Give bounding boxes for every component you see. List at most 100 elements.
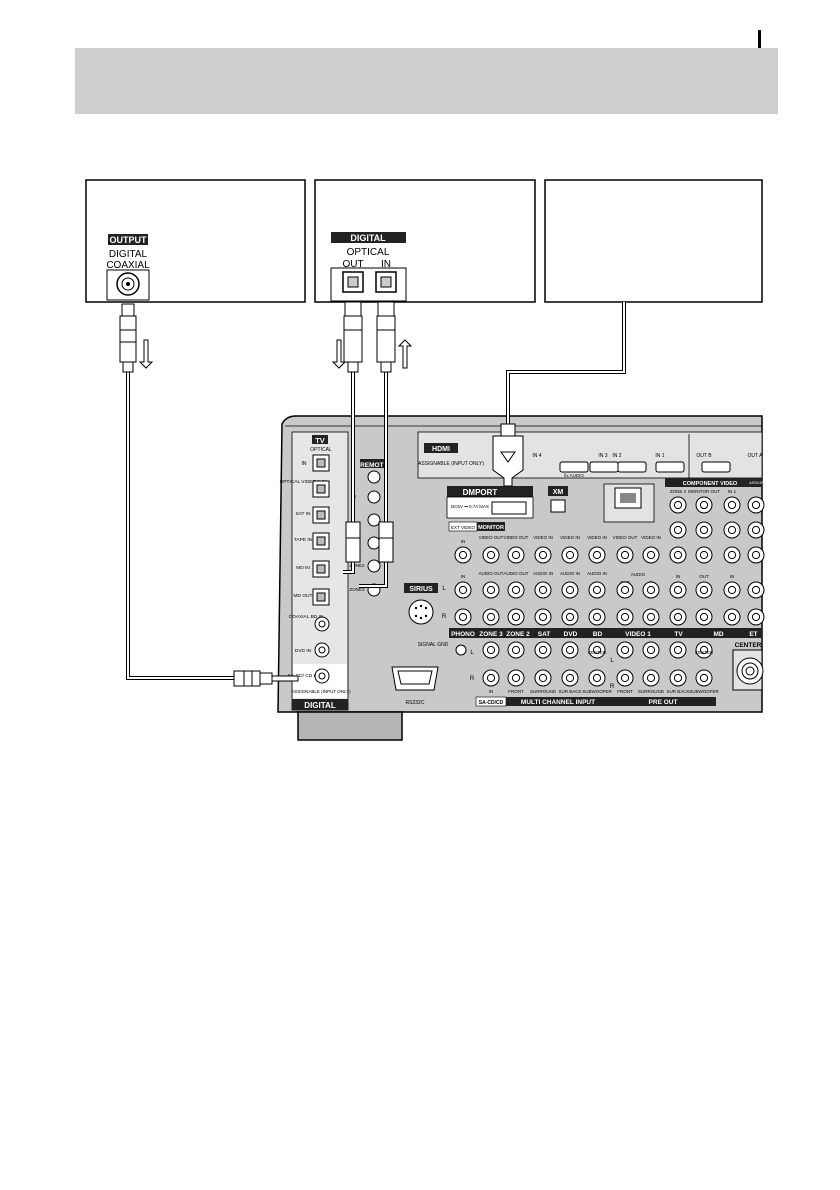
rca-jack-icon (482, 608, 500, 626)
svg-text:IN: IN (302, 461, 307, 467)
svg-text:L: L (442, 586, 446, 592)
optical-plugs-top (331, 301, 413, 373)
svg-text:IN 4: IN 4 (532, 453, 541, 459)
svg-text:TAPE IN: TAPE IN (294, 537, 313, 543)
device-box-middle: DIGITAL OPTICAL OUT IN (314, 179, 536, 303)
svg-text:COMPONENT VIDEO: COMPONENT VIDEO (683, 481, 738, 487)
source-label-bg (477, 628, 505, 638)
rca-jack-icon (561, 581, 579, 599)
svg-text:DC5V ⎓ 0.7A MAX: DC5V ⎓ 0.7A MAX (451, 504, 489, 509)
rca-jack-icon (616, 641, 634, 659)
svg-text:MONITOR OUT: MONITOR OUT (688, 489, 720, 494)
rca-jack-icon (561, 641, 579, 659)
rca-jack-icon (534, 546, 552, 564)
rca-jack-icon (695, 496, 713, 514)
rca-jack-icon (534, 608, 552, 626)
rca-jack-icon (669, 581, 687, 599)
rca-jack-icon (669, 641, 687, 659)
rca-jack-icon (642, 581, 660, 599)
coaxial-plug-receiver-icon (233, 670, 299, 687)
rca-jack-icon (454, 581, 472, 599)
svg-text:VIDEO OUT: VIDEO OUT (613, 535, 638, 540)
optical-out-label: OUT (342, 259, 363, 270)
svg-text:CENTER: CENTER (588, 650, 607, 655)
rca-jack-icon (669, 669, 687, 687)
rca-jack-icon (588, 641, 606, 659)
rca-jack-icon (669, 546, 687, 564)
svg-text:IN: IN (461, 539, 466, 544)
svg-text:OUT A: OUT A (748, 453, 764, 459)
svg-text:SIGNAL GND: SIGNAL GND (418, 642, 449, 648)
svg-text:XM: XM (553, 489, 564, 496)
optical-in-label: IN (381, 259, 391, 270)
preout-label: FRONT (617, 689, 633, 694)
svg-text:AUDIO IN: AUDIO IN (587, 571, 607, 576)
svg-text:MONITOR: MONITOR (478, 525, 504, 531)
source-label-bg (449, 628, 477, 638)
rca-jack-icon (588, 608, 606, 626)
svg-text:TV: TV (315, 436, 325, 445)
svg-text:ZONE3: ZONE3 (349, 587, 365, 592)
rca-jack-icon (723, 546, 741, 564)
svg-text:PRE OUT: PRE OUT (649, 699, 678, 706)
svg-text:SA-CD/CD: SA-CD/CD (479, 700, 504, 706)
svg-text:RS232C: RS232C (406, 700, 425, 706)
rca-jack-icon (695, 546, 713, 564)
rca-jack-icon (695, 608, 713, 626)
rca-jack-icon (507, 608, 525, 626)
source-label: TV (674, 631, 683, 638)
svg-text:COAXIAL BD IN: COAXIAL BD IN (289, 614, 324, 620)
rca-jack-icon (507, 669, 525, 687)
svg-text:DVD IN: DVD IN (295, 648, 312, 654)
arrow-down-icon (331, 339, 347, 369)
rca-jack-icon (723, 581, 741, 599)
source-label-bg (557, 628, 584, 638)
rca-jack-icon (669, 496, 687, 514)
svg-text:AUDIO IN: AUDIO IN (533, 571, 553, 576)
source-label-bg (665, 628, 692, 638)
svg-text:fix AUDIO: fix AUDIO (564, 473, 584, 478)
svg-text:ASSIGNABLE (INPUT ONLY): ASSIGNABLE (INPUT ONLY) (418, 461, 484, 467)
rca-jack-icon (588, 669, 606, 687)
rca-jack-icon (454, 546, 472, 564)
svg-text:OPTICAL: OPTICAL (310, 447, 332, 453)
svg-text:SA-CD/ CD IN: SA-CD/ CD IN (288, 673, 319, 679)
svg-text:VIDEO OUT: VIDEO OUT (504, 535, 529, 540)
svg-text:L: L (610, 658, 614, 664)
rca-jack-icon (482, 641, 500, 659)
svg-text:ZONE2: ZONE2 (349, 563, 365, 568)
rca-jack-icon (695, 521, 713, 539)
svg-text:VIDEO OUT: VIDEO OUT (479, 535, 504, 540)
multi-channel-label: SUR BACK (558, 689, 581, 694)
rca-jack-icon (642, 641, 660, 659)
rca-jack-icon (642, 546, 660, 564)
section-header-band (75, 48, 778, 114)
svg-text:OPTICAL VIDEO 1 IN: OPTICAL VIDEO 1 IN (280, 479, 327, 485)
source-label-bg (611, 628, 665, 638)
rca-jack-icon (747, 546, 765, 564)
svg-text:IN 2: IN 2 (612, 453, 621, 459)
svg-text:IN: IN (461, 574, 466, 579)
rca-jack-icon (588, 581, 606, 599)
output-label: OUTPUT (110, 235, 148, 245)
rca-jack-icon (723, 496, 741, 514)
rca-jack-icon (616, 581, 634, 599)
source-label-bg (745, 628, 762, 638)
rca-jack-icon (561, 669, 579, 687)
rca-jack-icon (507, 641, 525, 659)
svg-text:VIDEO IN: VIDEO IN (533, 535, 553, 540)
svg-text:VIDEO IN: VIDEO IN (641, 535, 661, 540)
rca-jack-icon (642, 608, 660, 626)
svg-text:L: L (470, 650, 474, 656)
svg-text:SAT IN: SAT IN (295, 511, 311, 517)
receiver-foot (297, 711, 403, 741)
rca-jack-icon (561, 608, 579, 626)
rca-jack-icon (482, 581, 500, 599)
svg-text:IN 1: IN 1 (655, 453, 664, 459)
rca-jack-icon (507, 581, 525, 599)
rca-jack-icon (588, 546, 606, 564)
digital-panel-label: DIGITAL (350, 233, 386, 243)
digital-footer-label: DIGITAL (304, 701, 336, 710)
source-label: ET (749, 631, 757, 638)
rca-jack-icon (669, 521, 687, 539)
